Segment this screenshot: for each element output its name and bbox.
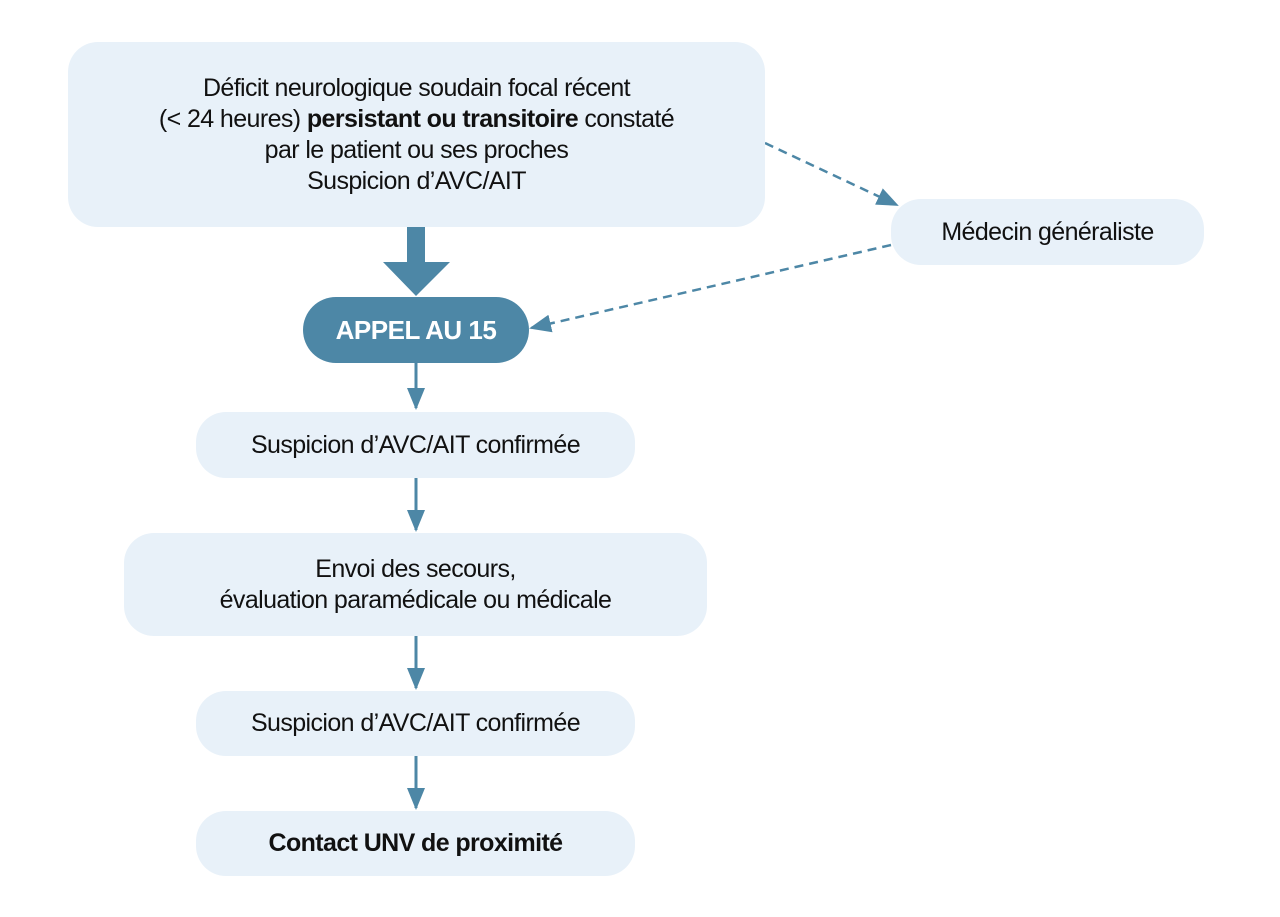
symptom-line2-pre: (< 24 heures) xyxy=(158,104,307,133)
symptom-line4: Suspicion d’AVC/AIT xyxy=(307,166,526,195)
big-down-arrow xyxy=(383,227,450,296)
symptom-line2-bold: persistant ou transitoire xyxy=(306,104,579,133)
confirm-box-2: Suspicion d’AVC/AIT confirmée xyxy=(196,691,635,756)
symptom-line2-post: constaté xyxy=(578,104,675,133)
symptom-line2: (< 24 heures) persistant ou transitoire … xyxy=(158,104,675,135)
dashed-arrow-gp-to-call xyxy=(529,243,892,333)
dispatch-line1: Envoi des secours, xyxy=(315,554,516,583)
confirm-box-1: Suspicion d’AVC/AIT confirmée xyxy=(196,412,635,478)
dashed-arrow-to-gp xyxy=(764,141,899,207)
gp-box: Médecin généraliste xyxy=(891,199,1204,265)
symptom-line3: par le patient ou ses proches xyxy=(264,135,569,164)
symptom-line1: Déficit neurologique soudain focal récen… xyxy=(202,73,631,102)
call-15-box: APPEL AU 15 xyxy=(303,297,529,363)
contact-box: Contact UNV de proximité xyxy=(196,811,635,876)
dispatch-line2: évaluation paramédicale ou médicale xyxy=(219,585,612,614)
symptom-box: Déficit neurologique soudain focal récen… xyxy=(68,42,765,227)
dispatch-box: Envoi des secours, évaluation paramédica… xyxy=(124,533,707,636)
